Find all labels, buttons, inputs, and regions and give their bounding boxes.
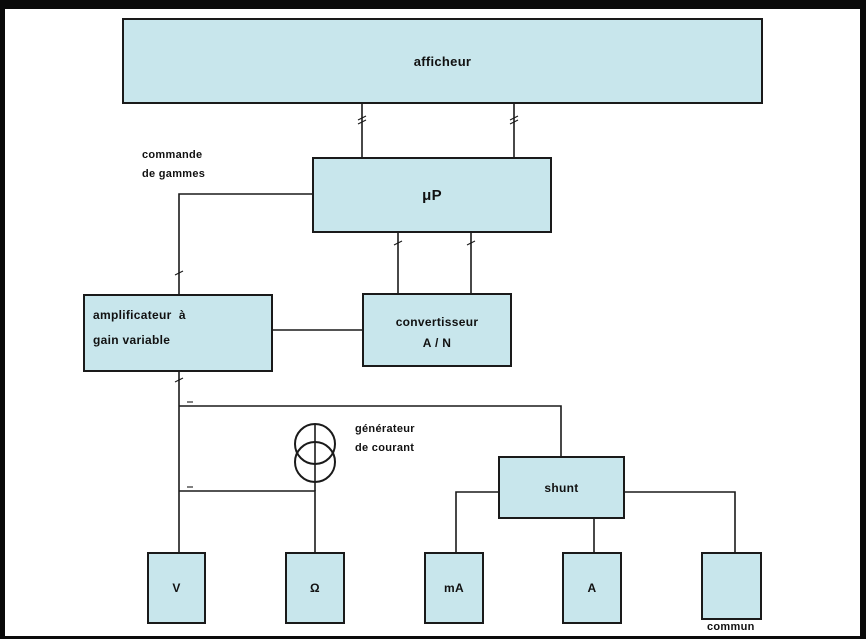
bus-tick (174, 270, 184, 276)
generator-circle-top (294, 423, 336, 465)
terminal-amps: A (562, 552, 622, 624)
range-control-line2: de gammes (142, 168, 206, 180)
branch-to-shunt (179, 405, 562, 456)
current-generator-label: générateur de courant (355, 420, 415, 458)
current-generator-symbol (294, 423, 336, 483)
terminal-volts-label: V (172, 581, 181, 595)
range-control-label: commande de gammes (142, 146, 205, 184)
current-generator-line2: de courant (355, 442, 415, 454)
display-block: afficheur (122, 18, 763, 104)
amplifier-label-line2: gain variable (93, 333, 171, 347)
generator-circle-bottom (294, 441, 336, 483)
bus-tick (393, 240, 403, 246)
microprocessor-label: μP (422, 186, 442, 204)
shunt-label: shunt (544, 480, 579, 495)
terminal-ohms-label: Ω (310, 581, 320, 595)
bus-tick (509, 115, 519, 121)
bus-tick (466, 240, 476, 246)
terminal-milliamps: mA (424, 552, 484, 624)
shunt-block: shunt (498, 456, 625, 519)
amplifier-block: amplificateur à gain variable (83, 294, 273, 372)
terminal-milliamps-label: mA (444, 581, 464, 595)
terminal-amps-label: A (587, 581, 597, 595)
display-label: afficheur (413, 53, 472, 69)
terminal-common (701, 552, 762, 620)
terminal-volts: V (147, 552, 206, 624)
bus-tick (357, 115, 367, 121)
range-control-line1: commande (142, 149, 203, 161)
terminal-ohms: Ω (285, 552, 345, 624)
current-generator-line1: générateur (355, 423, 415, 435)
terminal-common-label: commun (707, 621, 755, 633)
amplifier-label-line1: amplificateur à (93, 308, 186, 322)
converter-label-line2: A / N (422, 336, 452, 350)
converter-label-line1: convertisseur (395, 315, 479, 329)
converter-block: convertisseur A / N (362, 293, 512, 367)
bus-tick (509, 119, 519, 125)
branch-to-ohm (179, 490, 316, 552)
range-control-wire (178, 193, 312, 294)
bus-tick (357, 119, 367, 125)
microprocessor-block: μP (312, 157, 552, 233)
shunt-to-common (625, 491, 736, 552)
bus-tick (174, 377, 184, 383)
shunt-to-ma (455, 491, 498, 552)
